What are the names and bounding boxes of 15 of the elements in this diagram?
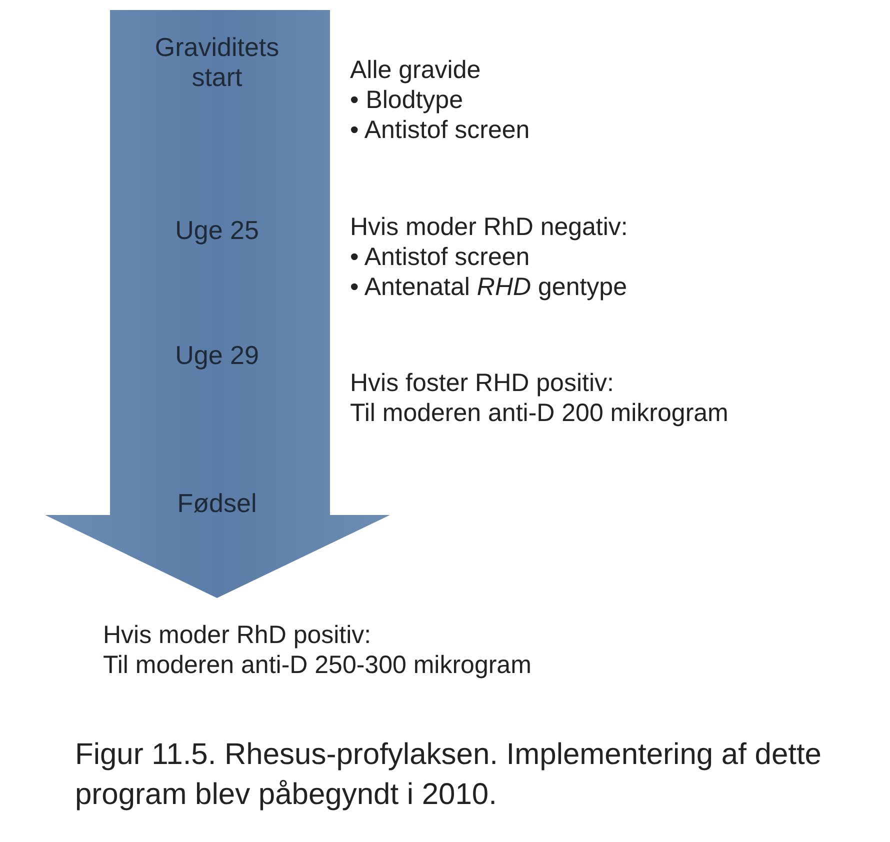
- note-text: Til moderen anti-D 200 mikrogram: [350, 398, 728, 428]
- stage-label: Graviditets start: [154, 32, 280, 92]
- note-text: Hvis foster RHD positiv:: [350, 368, 614, 398]
- stage-label: Uge 25: [174, 215, 260, 245]
- bullet-item: • Antenatal RHD gentype: [350, 272, 627, 302]
- figure-caption: Figur 11.5. Rhesus-profylaksen. Implementering af dette program blev påbegyndt i 2010.: [75, 737, 822, 813]
- bullet-item: • Antistof screen: [350, 242, 530, 272]
- bullet-item: • Antistof screen: [350, 115, 530, 145]
- note-text: Hvis moder RhD positiv:: [103, 620, 372, 650]
- note-text: Til moderen anti-D 250-300 mikrogram: [103, 650, 532, 680]
- bullet-item: • Blodtype: [350, 85, 463, 115]
- note-text: Hvis moder RhD negativ:: [350, 212, 628, 242]
- note-text: Alle gravide: [350, 55, 481, 85]
- stage-label: Fødsel: [176, 488, 258, 518]
- stage-label: Uge 29: [174, 340, 260, 370]
